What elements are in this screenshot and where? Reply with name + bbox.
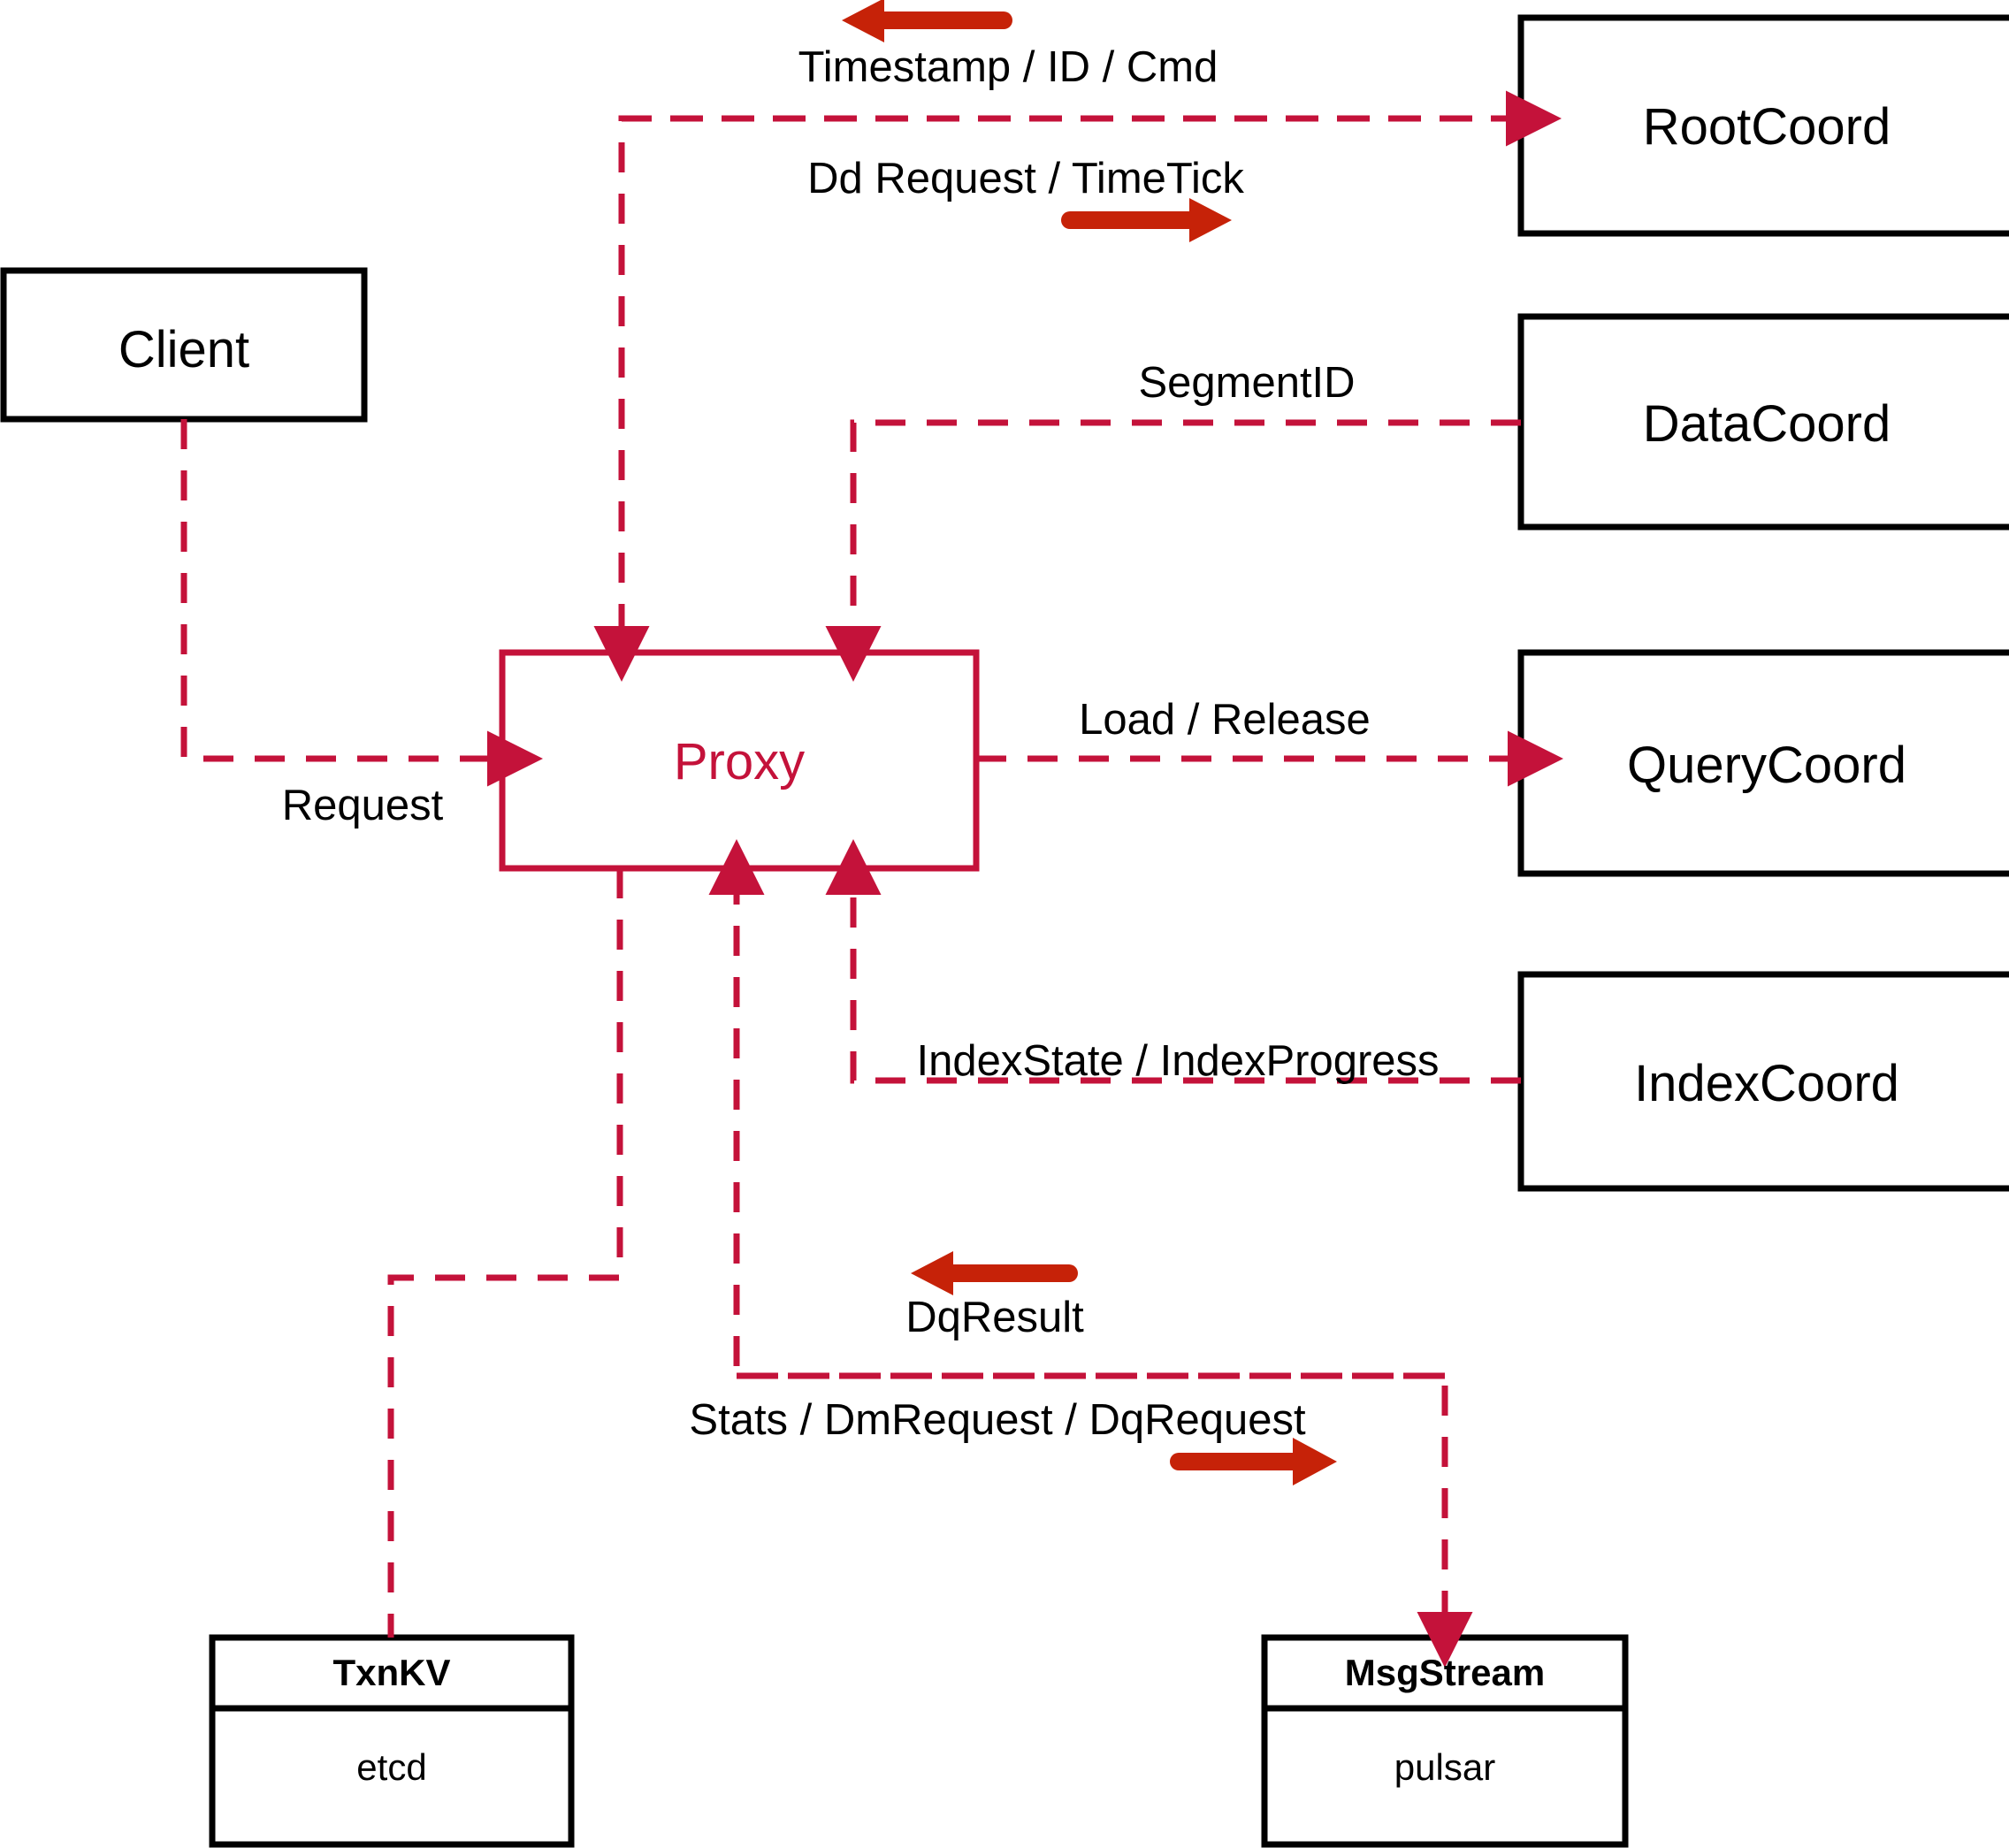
node-label-client: Client	[118, 321, 250, 378]
node-label-proxy: Proxy	[673, 733, 806, 790]
node-label-rootcoord: RootCoord	[1642, 98, 1891, 156]
node-label-indexcoord: IndexCoord	[1634, 1055, 1899, 1112]
node-label-querycoord: QueryCoord	[1627, 737, 1906, 794]
node-label-txnkv: TxnKV	[332, 1652, 451, 1693]
node-box-msgstream[interactable]	[1261, 1634, 1629, 1848]
edge-dqresult-path	[708, 839, 1445, 1379]
edge-proxy-txnkv-path	[387, 868, 623, 1638]
edge-label-load-release: Load / Release	[1079, 696, 1371, 744]
node-box-indexcoord[interactable]	[1517, 971, 2009, 1192]
edge-request-path	[180, 419, 543, 787]
node-box-querycoord[interactable]	[1517, 649, 2009, 877]
edge-label-segmentid: SegmentID	[1138, 359, 1356, 407]
node-box-datacoord[interactable]	[1517, 313, 2009, 531]
node-sublabel-txnkv-etcd: etcd	[356, 1746, 427, 1788]
direction-arrow-timestamp-id-cmd	[842, 0, 1012, 42]
edge-label-dqresult: DqResult	[905, 1294, 1084, 1341]
edge-label-indexstate-indexprogress: IndexState / IndexProgress	[916, 1037, 1440, 1085]
direction-arrow-dqresult	[911, 1251, 1078, 1295]
node-box-txnkv[interactable]	[209, 1634, 575, 1848]
edge-indexstate-indexprogress-path	[825, 839, 1521, 1084]
node-box-proxy[interactable]	[499, 649, 980, 872]
node-label-msgstream: MsgStream	[1344, 1652, 1546, 1693]
direction-arrow-dd-request-timetick	[1061, 198, 1232, 242]
node-sublabel-msgstream-pulsar: pulsar	[1394, 1746, 1496, 1788]
node-label-datacoord: DataCoord	[1642, 395, 1891, 453]
node-box-client[interactable]	[0, 267, 368, 423]
edge-label-stats-dmrequest-dqrequest: Stats / DmRequest / DqRequest	[689, 1396, 1306, 1444]
direction-arrow-stats-dmrequest-dqrequest	[1170, 1438, 1337, 1485]
node-box-rootcoord[interactable]	[1517, 14, 2009, 237]
edge-label-timestamp-id-cmd: Timestamp / ID / Cmd	[798, 43, 1218, 91]
edge-label-dd-request-timetick: Dd Request / TimeTick	[807, 155, 1244, 202]
edge-segmentid-path	[825, 419, 1521, 682]
edge-label-request: Request	[281, 782, 444, 829]
